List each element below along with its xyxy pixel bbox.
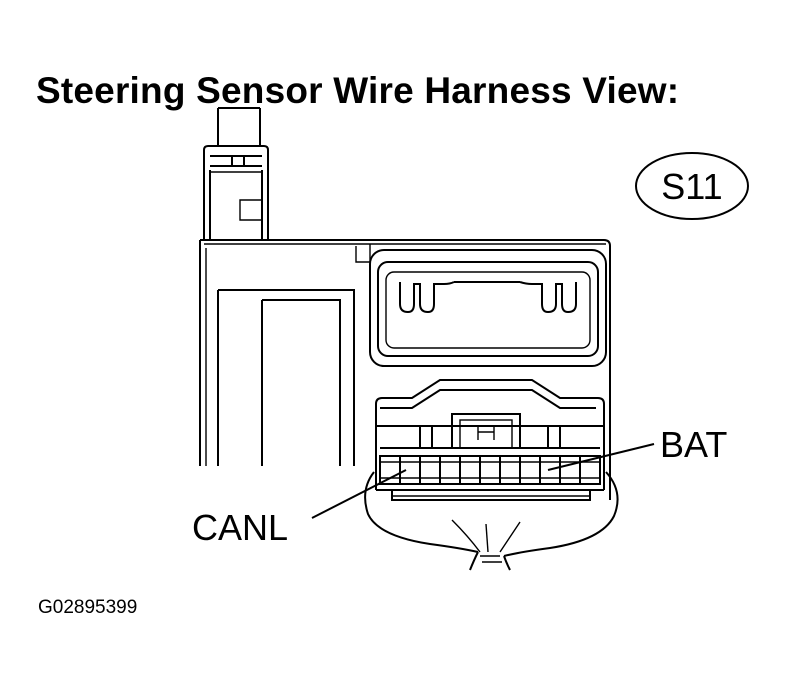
connector-id-text: S11 bbox=[661, 166, 722, 207]
pin-label-bat: BAT bbox=[660, 424, 727, 465]
wire-harness-bundle bbox=[364, 471, 619, 571]
connector-face bbox=[375, 379, 605, 501]
connector-id-badge: S11 bbox=[635, 152, 749, 220]
connector-latch-tab bbox=[203, 107, 269, 240]
connector-housing bbox=[199, 239, 611, 500]
figure-code: G02895399 bbox=[38, 597, 138, 618]
pin-label-canl-callout: CANL bbox=[192, 469, 407, 548]
pin-label-bat-callout: BAT bbox=[547, 424, 727, 471]
upper-slot bbox=[369, 249, 607, 367]
connector-id-ellipse bbox=[635, 152, 749, 220]
pin-label-canl: CANL bbox=[192, 507, 288, 548]
diagram-title: Steering Sensor Wire Harness View: bbox=[36, 70, 680, 111]
